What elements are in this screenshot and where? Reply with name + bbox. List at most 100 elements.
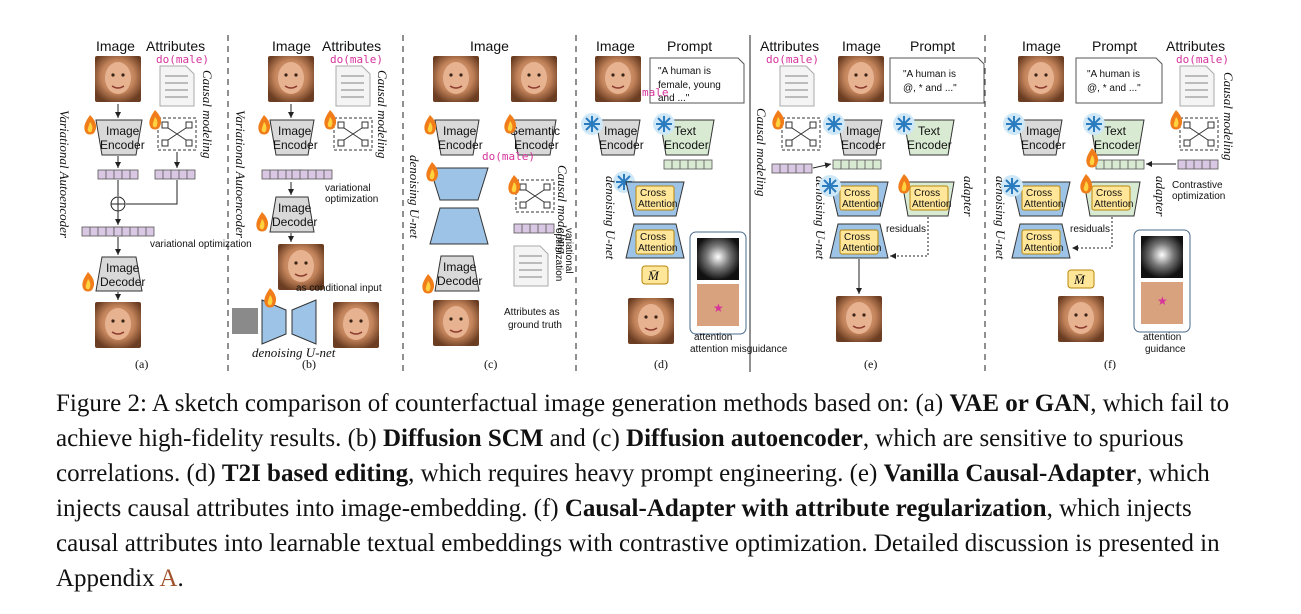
- svg-text:Cross: Cross: [1026, 188, 1052, 199]
- svg-text:Encoder: Encoder: [438, 138, 483, 152]
- svg-text:do(male): do(male): [766, 53, 819, 66]
- svg-text:(f): (f): [1104, 357, 1116, 371]
- svg-text:residuals: residuals: [1070, 224, 1110, 235]
- appendix-link[interactable]: A: [159, 565, 178, 592]
- svg-text:Image: Image: [596, 38, 635, 54]
- svg-text:Causal modeling: Causal modeling: [1221, 72, 1236, 161]
- svg-text:Image: Image: [1026, 124, 1060, 138]
- svg-text:"A human is: "A human is: [903, 69, 956, 80]
- svg-text:denoising U-net: denoising U-net: [993, 176, 1008, 260]
- svg-text:Prompt: Prompt: [1092, 38, 1137, 54]
- svg-text:Cross: Cross: [640, 188, 666, 199]
- svg-text:Decoder: Decoder: [437, 274, 482, 288]
- svg-text:residuals: residuals: [886, 224, 926, 235]
- svg-text:Causal modeling: Causal modeling: [754, 108, 769, 197]
- svg-text:"A human is: "A human is: [1087, 69, 1140, 80]
- encoder-label: Image: [106, 124, 140, 138]
- svg-text:Attributes: Attributes: [1166, 38, 1225, 54]
- svg-text:and ...": and ...": [658, 93, 690, 104]
- svg-text:Attention: Attention: [1024, 243, 1063, 254]
- svg-text:Text: Text: [1104, 124, 1127, 138]
- svg-text:attention: attention: [694, 332, 732, 343]
- svg-text:denoising U-net: denoising U-net: [407, 155, 422, 239]
- svg-text:Attention: Attention: [1024, 199, 1063, 210]
- svg-text:(b): (b): [302, 357, 316, 371]
- svg-text:attention: attention: [1143, 332, 1181, 343]
- svg-text:Cross: Cross: [844, 232, 870, 243]
- svg-text:Image: Image: [443, 260, 477, 274]
- svg-text:Image: Image: [443, 124, 477, 138]
- svg-text:male: male: [642, 86, 669, 99]
- svg-text:Encoder: Encoder: [273, 138, 318, 152]
- svg-text:M̄: M̄: [647, 268, 660, 283]
- svg-text:Image: Image: [470, 38, 509, 54]
- svg-text:ground truth: ground truth: [508, 320, 562, 331]
- svg-text:do(male): do(male): [482, 150, 535, 163]
- panel-b: Image Attributes do(male) Causal modelin…: [232, 38, 390, 371]
- panel-f: Image Prompt Attributes do(male) "A huma…: [993, 38, 1236, 371]
- svg-text:guidance: guidance: [1145, 344, 1186, 355]
- svg-text:do(male): do(male): [1176, 53, 1229, 66]
- svg-text:denoising U-net: denoising U-net: [252, 345, 336, 360]
- figure-diagram: Image Attributes do(male) Causal modelin…: [57, 35, 1236, 372]
- panel-c: Image Image Encoder Semantic Encoder do(…: [407, 38, 574, 371]
- svg-text:attention misguidance: attention misguidance: [690, 344, 788, 355]
- svg-text:Prompt: Prompt: [667, 38, 712, 54]
- svg-text:Decoder: Decoder: [100, 275, 145, 289]
- svg-text:Image: Image: [604, 124, 638, 138]
- svg-text:Attention: Attention: [638, 199, 677, 210]
- svg-text:Encoder: Encoder: [514, 138, 559, 152]
- svg-text:Attention: Attention: [842, 243, 881, 254]
- svg-text:Attributes as: Attributes as: [504, 307, 560, 318]
- svg-text:optimization: optimization: [325, 194, 378, 205]
- svg-text:denoising U-net: denoising U-net: [813, 176, 828, 260]
- svg-text:Semantic: Semantic: [510, 124, 560, 138]
- svg-text:Attention: Attention: [912, 199, 951, 210]
- svg-text:Cross: Cross: [1026, 232, 1052, 243]
- svg-text:adapter: adapter: [961, 176, 976, 217]
- svg-text:female, young: female, young: [658, 80, 721, 91]
- svg-text:denoising U-net: denoising U-net: [603, 176, 618, 260]
- svg-text:Text: Text: [918, 124, 941, 138]
- svg-text:(e): (e): [864, 357, 877, 371]
- svg-text:variational: variational: [325, 183, 371, 194]
- note-contrastive: Contrastive: [1172, 180, 1223, 191]
- svg-text:Attributes: Attributes: [760, 38, 819, 54]
- figure-caption: Figure 2: A sketch comparison of counter…: [56, 390, 1230, 592]
- note-variational: variational optimization: [150, 239, 252, 250]
- svg-text:Cross: Cross: [1096, 188, 1122, 199]
- svg-text:Encoder: Encoder: [599, 138, 644, 152]
- svg-text:Attributes: Attributes: [322, 38, 381, 54]
- svg-text:@, * and ...": @, * and ...": [903, 83, 957, 94]
- svg-text:(c): (c): [484, 357, 497, 371]
- svg-text:optimization: optimization: [553, 228, 564, 281]
- svg-text:@, * and ...": @, * and ...": [1087, 83, 1141, 94]
- svg-text:Encoder: Encoder: [907, 138, 952, 152]
- svg-text:Attention: Attention: [1094, 199, 1133, 210]
- subfig-label: (a): [135, 357, 148, 371]
- do-label: do(male): [156, 53, 209, 66]
- svg-text:variational: variational: [563, 228, 574, 274]
- svg-text:★: ★: [1157, 294, 1168, 308]
- svg-text:(d): (d): [654, 357, 668, 371]
- svg-text:Cross: Cross: [640, 232, 666, 243]
- causal-label: Causal modeling: [200, 70, 215, 159]
- svg-text:Text: Text: [674, 124, 697, 138]
- svg-text:Cross: Cross: [914, 188, 940, 199]
- svg-text:Image: Image: [846, 124, 880, 138]
- svg-text:Prompt: Prompt: [910, 38, 955, 54]
- svg-text:Image: Image: [106, 261, 140, 275]
- svg-text:Encoder: Encoder: [1094, 138, 1139, 152]
- svg-text:Causal modeling: Causal modeling: [375, 70, 390, 159]
- svg-text:Encoder: Encoder: [841, 138, 886, 152]
- header-attributes: Attributes: [146, 38, 205, 54]
- svg-text:Decoder: Decoder: [272, 215, 317, 229]
- svg-text:adapter: adapter: [1153, 176, 1168, 217]
- svg-text:as conditional input: as conditional input: [296, 283, 382, 294]
- svg-text:Image: Image: [278, 201, 312, 215]
- svg-text:"A human is: "A human is: [658, 66, 711, 77]
- svg-text:Variational Autoencoder: Variational Autoencoder: [233, 110, 248, 239]
- svg-text:Image: Image: [278, 124, 312, 138]
- panel-dividers: [227, 35, 986, 372]
- svg-text:Cross: Cross: [844, 188, 870, 199]
